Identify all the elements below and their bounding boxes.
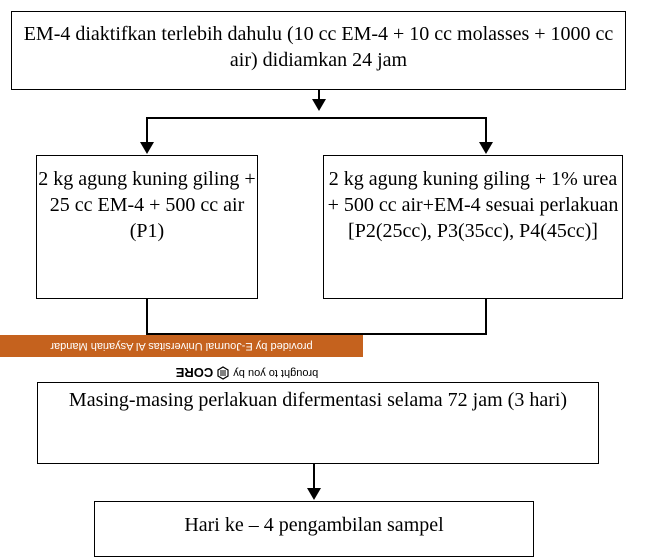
connector-p1-down [146,299,148,335]
core-brought-text: brought to you by [233,367,319,379]
core-word: CORE [175,365,214,381]
connector-fermentation-down [313,464,315,489]
core-logo-icon [217,366,229,380]
connector-p2-down [485,299,487,335]
arrowhead-to-p2-p4 [479,142,493,154]
connector-left-down [146,117,148,143]
fermentation-text: Masing-masing perlakuan difermentasi sel… [68,389,568,411]
arrowhead-to-sampling [307,488,321,500]
sampling-box: Hari ke – 4 pengambilan sampel [94,501,534,557]
treatment-p1-text: 2 kg agung kuning giling + 25 cc EM-4 + … [38,168,256,242]
fermentation-box: Masing-masing perlakuan difermentasi sel… [37,382,599,464]
connector-right-down [485,117,487,143]
treatment-p2-p4-text: 2 kg agung kuning giling + 1% urea + 500… [327,168,619,242]
core-provider-text: provided by E-Journal Universitas Al Asy… [50,340,313,352]
core-badge[interactable]: brought to you by CORE [147,364,347,382]
arrowhead-to-p1 [140,142,154,154]
activation-box: EM-4 diaktifkan terlebih dahulu (10 cc E… [11,11,626,90]
activation-text: EM-4 diaktifkan terlebih dahulu (10 cc E… [23,22,614,71]
connector-split-horizontal [146,117,487,119]
sampling-text: Hari ke – 4 pengambilan sampel [184,514,444,536]
connector-merge-horizontal [146,333,487,335]
treatment-p1-box: 2 kg agung kuning giling + 25 cc EM-4 + … [36,155,258,299]
connector-top-down [318,90,320,101]
core-provider-banner[interactable]: provided by E-Journal Universitas Al Asy… [0,335,363,357]
arrowhead-to-split [312,99,326,111]
treatment-p2-p4-box: 2 kg agung kuning giling + 1% urea + 500… [323,155,623,299]
